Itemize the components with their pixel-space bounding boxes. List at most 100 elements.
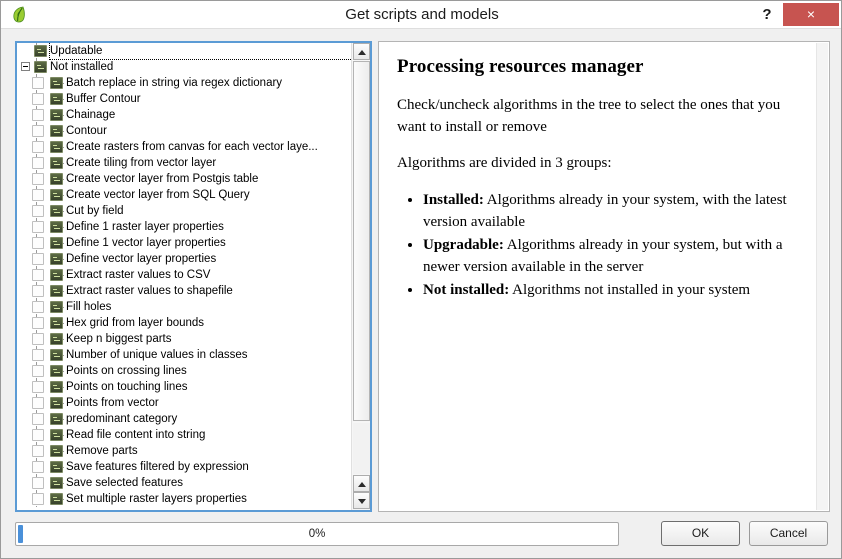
tree-item-row[interactable]: Define vector layer properties [17,251,351,267]
algorithm-checkbox[interactable] [32,253,44,265]
algorithm-checkbox[interactable] [32,109,44,121]
tree-item-row[interactable]: Keep n biggest parts [17,331,351,347]
arrow-up-icon [358,482,366,487]
algorithm-checkbox[interactable] [32,141,44,153]
help-button[interactable]: ? [762,6,772,23]
algorithm-checkbox[interactable] [32,221,44,233]
algorithm-checkbox[interactable] [32,349,44,361]
algorithm-label: Remove parts [66,445,138,457]
tree-item-row[interactable]: Save features filtered by expression [17,459,351,475]
algorithm-checkbox[interactable] [32,173,44,185]
script-icon [34,61,47,73]
script-icon [50,461,63,473]
tree-item-row[interactable]: Points on touching lines [17,379,351,395]
algorithm-checkbox[interactable] [32,77,44,89]
scrollbar-track[interactable] [353,423,370,474]
script-icon [34,45,47,57]
script-icon [50,285,63,297]
algorithm-checkbox[interactable] [32,237,44,249]
algorithm-checkbox[interactable] [32,397,44,409]
tree-item-row[interactable]: Extract raster values to shapefile [17,283,351,299]
help-vertical-scrollbar[interactable] [816,43,828,510]
tree-item-row[interactable]: Extract raster values to CSV [17,267,351,283]
algorithm-checkbox[interactable] [32,381,44,393]
tree-item-row[interactable]: Buffer Contour [17,91,351,107]
help-paragraph-2: Algorithms are divided in 3 groups: [397,155,612,172]
help-bullet-term: Installed: [423,191,484,208]
tree-item-row[interactable]: Batch replace in string via regex dictio… [17,75,351,91]
algorithm-checkbox[interactable] [32,125,44,137]
algorithm-checkbox[interactable] [32,317,44,329]
close-button[interactable]: × [783,3,839,26]
scroll-down-button[interactable] [353,492,370,509]
tree-item-row[interactable]: Remove parts [17,443,351,459]
cancel-button[interactable]: Cancel [749,521,828,546]
script-icon [50,125,63,137]
algorithm-label: Extract raster values to shapefile [66,285,233,297]
script-icon [50,221,63,233]
tree-item-row[interactable]: Points on crossing lines [17,363,351,379]
algorithm-checkbox[interactable] [32,445,44,457]
script-icon [50,109,63,121]
progress-fill [18,525,23,543]
script-icon [50,157,63,169]
algorithm-checkbox[interactable] [32,157,44,169]
algorithm-checkbox[interactable] [32,365,44,377]
algorithm-checkbox[interactable] [32,333,44,345]
tree-item-row[interactable]: Hex grid from layer bounds [17,315,351,331]
script-icon [50,413,63,425]
script-icon [50,205,63,217]
algorithm-label: Buffer Contour [66,93,141,105]
script-icon [50,493,63,505]
tree-item-row[interactable]: Create rasters from canvas for each vect… [17,139,351,155]
tree-vertical-scrollbar[interactable] [351,43,370,510]
tree-item-row[interactable]: Create vector layer from Postgis table [17,171,351,187]
script-icon [50,253,63,265]
algorithm-checkbox[interactable] [32,461,44,473]
tree-item-row[interactable]: Set multiple raster layers properties [17,491,351,507]
help-content: Processing resources manager Check/unche… [379,42,829,302]
algorithm-checkbox[interactable] [32,285,44,297]
algorithm-label: Hex grid from layer bounds [66,317,205,329]
script-icon [50,173,63,185]
tree-item-row[interactable]: Create vector layer from SQL Query [17,187,351,203]
tree-group-row[interactable]: Not installed [17,59,351,75]
algorithm-label: Contour [66,125,107,137]
tree-group-row[interactable]: Updatable [17,43,351,60]
algorithm-checkbox[interactable] [32,493,44,505]
tree-item-row[interactable]: Create tiling from vector layer [17,155,351,171]
tree-group-label: Not installed [50,61,114,73]
tree-item-row[interactable]: Number of unique values in classes [17,347,351,363]
tree-item-row[interactable]: Points from vector [17,395,351,411]
scroll-up-button-bottom[interactable] [353,475,370,492]
script-icon [50,477,63,489]
script-icon [50,317,63,329]
tree-item-row[interactable]: Read file content into string [17,427,351,443]
algorithm-checkbox[interactable] [32,429,44,441]
scrollbar-thumb[interactable] [353,61,370,421]
algorithm-checkbox[interactable] [32,189,44,201]
tree-item-row[interactable]: Chainage [17,107,351,123]
title-bar: Get scripts and models ? × [1,1,841,29]
tree-item-row[interactable]: Fill holes [17,299,351,315]
tree-item-row[interactable]: Cut by field [17,203,351,219]
script-icon [50,237,63,249]
algorithm-checkbox[interactable] [32,301,44,313]
tree-collapse-icon[interactable] [21,62,30,71]
scroll-up-button[interactable] [353,43,370,60]
tree-item-row[interactable]: Define 1 raster layer properties [17,219,351,235]
tree-item-row[interactable]: predominant category [17,411,351,427]
algorithm-checkbox[interactable] [32,93,44,105]
tree-item-row[interactable]: Save selected features [17,475,351,491]
algorithm-checkbox[interactable] [32,205,44,217]
ok-button[interactable]: OK [661,521,740,546]
algorithm-checkbox[interactable] [32,413,44,425]
tree-item-row[interactable]: Define 1 vector layer properties [17,235,351,251]
algorithm-label: Cut by field [66,205,124,217]
tree-item-row[interactable]: Contour [17,123,351,139]
algorithm-checkbox[interactable] [32,477,44,489]
help-title: Processing resources manager [397,56,644,77]
algorithm-checkbox[interactable] [32,269,44,281]
